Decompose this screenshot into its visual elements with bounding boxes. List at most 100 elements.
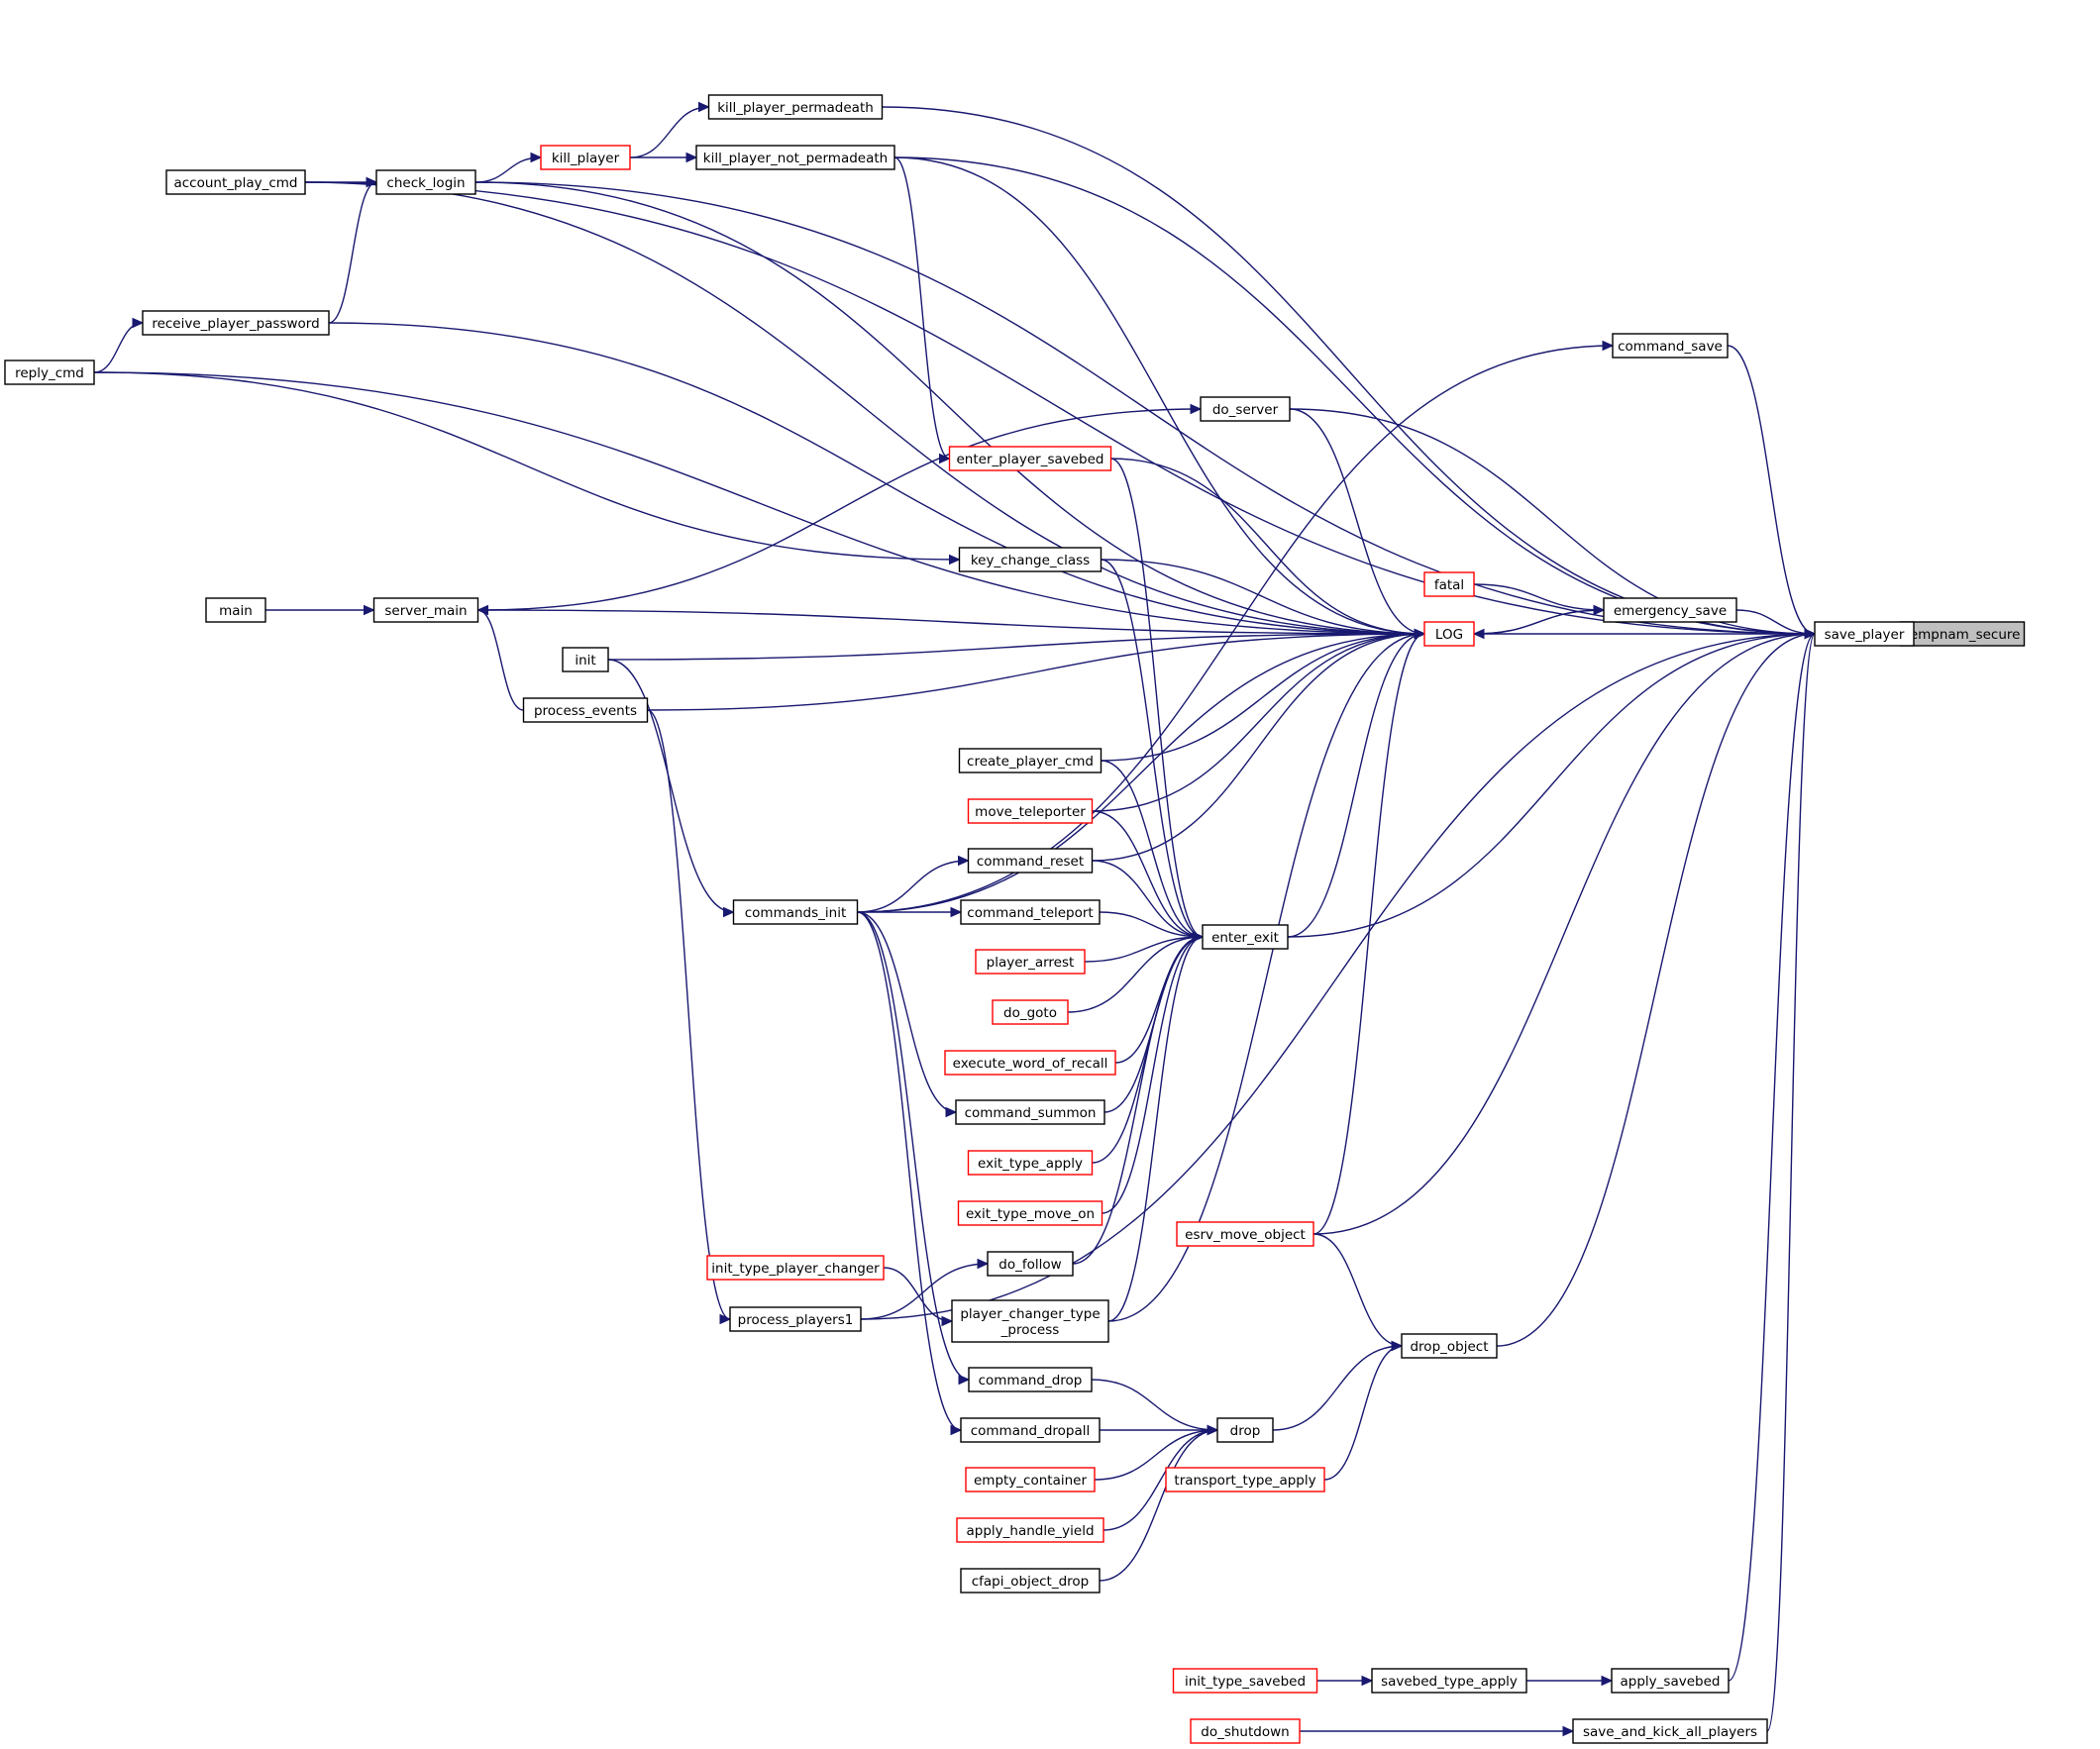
edge-exit_type_move_on-to-enter_exit — [1102, 936, 1204, 1214]
node-label: main — [219, 603, 253, 619]
node-execute-word-of-recall[interactable]: execute_word_of_recall — [944, 1050, 1116, 1076]
edge-command_save-to-save_player — [1727, 345, 1816, 635]
node-emergency-save[interactable]: emergency_save — [1603, 597, 1737, 623]
arrowhead-cfapi_object_drop-to-drop — [1207, 1424, 1219, 1436]
arrowhead-process_players1-to-do_follow — [977, 1258, 990, 1270]
node-label: command_summon — [965, 1105, 1097, 1121]
node-exit-type-apply[interactable]: exit_type_apply — [967, 1150, 1094, 1176]
node-player-arrest[interactable]: player_arrest — [975, 949, 1086, 975]
node-label: tempnam_secure — [1905, 627, 2021, 643]
node-server-main[interactable]: server_main — [372, 597, 479, 623]
node-command-save[interactable]: command_save — [1612, 333, 1729, 359]
node-label: command_save — [1618, 339, 1723, 355]
arrowhead-init_type_player_changer-to-player_changer_type_process — [941, 1315, 954, 1327]
node-kill-player-not-permadeath[interactable]: kill_player_not_permadeath — [695, 145, 895, 170]
node-do-server[interactable]: do_server — [1200, 396, 1291, 422]
node-enter-exit[interactable]: enter_exit — [1202, 924, 1289, 950]
edge-enter_exit-to-LOG — [1287, 633, 1425, 938]
node-label: empty_container — [974, 1473, 1087, 1489]
edge-cfapi_object_drop-to-drop — [1099, 1429, 1218, 1582]
edge-esrv_move_object-to-drop_object — [1312, 1233, 1403, 1347]
node-empty-container[interactable]: empty_container — [965, 1467, 1096, 1492]
edge-command_reset-to-enter_exit — [1092, 860, 1204, 938]
node-save-and-kick-all-players[interactable]: save_and_kick_all_players — [1572, 1718, 1768, 1744]
node-command-summon[interactable]: command_summon — [955, 1099, 1105, 1125]
node-label: _process — [1000, 1322, 1060, 1338]
node-label: apply_savebed — [1621, 1674, 1721, 1690]
node-check-login[interactable]: check_login — [375, 169, 476, 195]
edge-commands_init-to-command_save — [857, 345, 1614, 913]
node-box — [1611, 1668, 1730, 1694]
node-move-teleporter[interactable]: move_teleporter — [967, 798, 1094, 824]
edge-process_players1-to-save_player — [860, 633, 1816, 1320]
node-reply-cmd[interactable]: reply_cmd — [4, 360, 95, 385]
edge-apply_handle_yield-to-drop — [1102, 1429, 1218, 1531]
edge-kill_player_not_permadeath-to-LOG — [893, 156, 1425, 635]
node-box — [957, 1200, 1103, 1226]
node-apply-handle-yield[interactable]: apply_handle_yield — [956, 1517, 1104, 1543]
node-do-shutdown[interactable]: do_shutdown — [1190, 1718, 1301, 1744]
edge-process_events-to-LOG — [647, 633, 1425, 711]
node-label: move_teleporter — [975, 804, 1086, 820]
node-drop-object[interactable]: drop_object — [1401, 1333, 1498, 1359]
node-save-player[interactable]: save_player — [1814, 621, 1915, 647]
edge-server_main-to-do_server — [477, 408, 1202, 611]
node-savebed-type-apply[interactable]: savebed_type_apply — [1371, 1668, 1527, 1694]
node-fatal[interactable]: fatal — [1423, 571, 1475, 597]
node-label: enter_player_savebed — [957, 452, 1104, 467]
node-label: fatal — [1434, 577, 1464, 593]
node-label: key_change_class — [971, 553, 1090, 568]
node-box — [372, 597, 479, 623]
node-label: LOG — [1435, 627, 1463, 643]
node-box — [987, 1251, 1074, 1277]
node-tempnam-secure[interactable]: tempnam_secure — [1899, 621, 2026, 647]
node-process-events[interactable]: process_events — [522, 697, 649, 723]
node-esrv-move-object[interactable]: esrv_move_object — [1176, 1221, 1314, 1247]
arrowhead-commands_init-to-command_dropall — [950, 1424, 963, 1436]
node-box — [205, 597, 266, 623]
node-LOG[interactable]: LOG — [1423, 621, 1475, 647]
node-box — [958, 547, 1102, 572]
node-init-type-player-changer[interactable]: init_type_player_changer — [706, 1255, 885, 1281]
node-account-play-cmd[interactable]: account_play_cmd — [165, 169, 306, 195]
node-box — [1572, 1718, 1768, 1744]
node-label: save_player — [1825, 627, 1905, 643]
node-kill-player[interactable]: kill_player — [540, 145, 631, 170]
edge-check_login-to-LOG — [474, 181, 1425, 635]
node-drop[interactable]: drop — [1216, 1417, 1274, 1443]
node-command-teleport[interactable]: command_teleport — [960, 899, 1101, 925]
node-box — [944, 1050, 1116, 1076]
node-label: process_players1 — [738, 1312, 854, 1328]
node-label: command_drop — [979, 1373, 1083, 1389]
arrowhead-commands_init-to-command_teleport — [950, 906, 963, 918]
node-init-type-savebed[interactable]: init_type_savebed — [1172, 1668, 1318, 1694]
edge-reply_cmd-to-key_change_class — [93, 371, 960, 561]
node-command-dropall[interactable]: command_dropall — [960, 1417, 1101, 1443]
node-create-player-cmd[interactable]: create_player_cmd — [958, 748, 1102, 773]
node-box — [1603, 597, 1737, 623]
node-cfapi-object-drop[interactable]: cfapi_object_drop — [960, 1568, 1101, 1594]
node-do-follow[interactable]: do_follow — [987, 1251, 1074, 1277]
node-receive-player-password[interactable]: receive_player_password — [142, 310, 330, 336]
node-process-players1[interactable]: process_players1 — [729, 1306, 862, 1332]
node-commands-init[interactable]: commands_init — [732, 899, 859, 925]
node-label: transport_type_apply — [1174, 1473, 1315, 1489]
node-exit-type-move-on[interactable]: exit_type_move_on — [957, 1200, 1103, 1226]
node-kill-player-permadeath[interactable]: kill_player_permadeath — [707, 94, 884, 120]
node-key-change-class[interactable]: key_change_class — [958, 547, 1102, 572]
node-enter-player-savebed[interactable]: enter_player_savebed — [948, 446, 1112, 471]
node-command-reset[interactable]: command_reset — [967, 848, 1094, 874]
node-box — [965, 1467, 1096, 1492]
node-box — [707, 94, 884, 120]
node-box — [165, 169, 306, 195]
node-apply-savebed[interactable]: apply_savebed — [1611, 1668, 1730, 1694]
node-do-goto[interactable]: do_goto — [992, 999, 1069, 1025]
node-box — [1216, 1417, 1274, 1443]
node-transport-type-apply[interactable]: transport_type_apply — [1165, 1467, 1325, 1492]
node-main[interactable]: main — [205, 597, 266, 623]
node-init[interactable]: init — [562, 647, 609, 672]
node-label: exit_type_apply — [978, 1156, 1083, 1172]
node-player-changer-type-process[interactable]: player_changer_type_process — [951, 1299, 1109, 1343]
node-command-drop[interactable]: command_drop — [968, 1367, 1093, 1392]
edge-command_drop-to-drop — [1091, 1379, 1218, 1431]
